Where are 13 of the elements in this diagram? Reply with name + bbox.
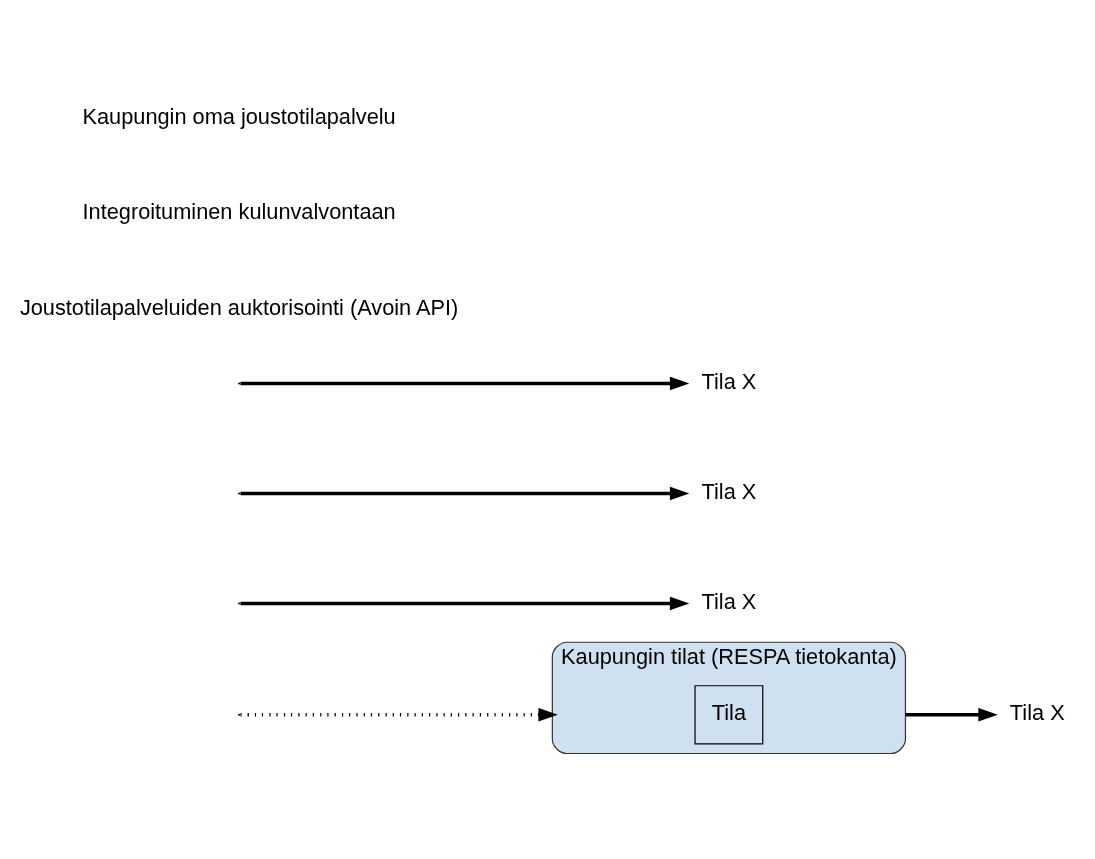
label: Integroituminen kulunvalvontaan bbox=[82, 198, 396, 224]
node-text: Tila X bbox=[701, 368, 757, 394]
node-text: Tila X bbox=[701, 588, 757, 614]
arrow bbox=[240, 486, 690, 500]
arrow bbox=[905, 707, 998, 722]
node-text: Tila X bbox=[1009, 699, 1065, 725]
label: Joustotilapalveluiden auktorisointi (Avoin API) bbox=[19, 294, 459, 320]
arrow bbox=[240, 596, 690, 610]
node-text: Tila X bbox=[701, 478, 757, 504]
label: Kaupungin oma joustotilapalvelu bbox=[82, 103, 396, 129]
node-box: Tila bbox=[694, 684, 764, 744]
arrow bbox=[240, 707, 558, 722]
arrow bbox=[240, 376, 690, 390]
